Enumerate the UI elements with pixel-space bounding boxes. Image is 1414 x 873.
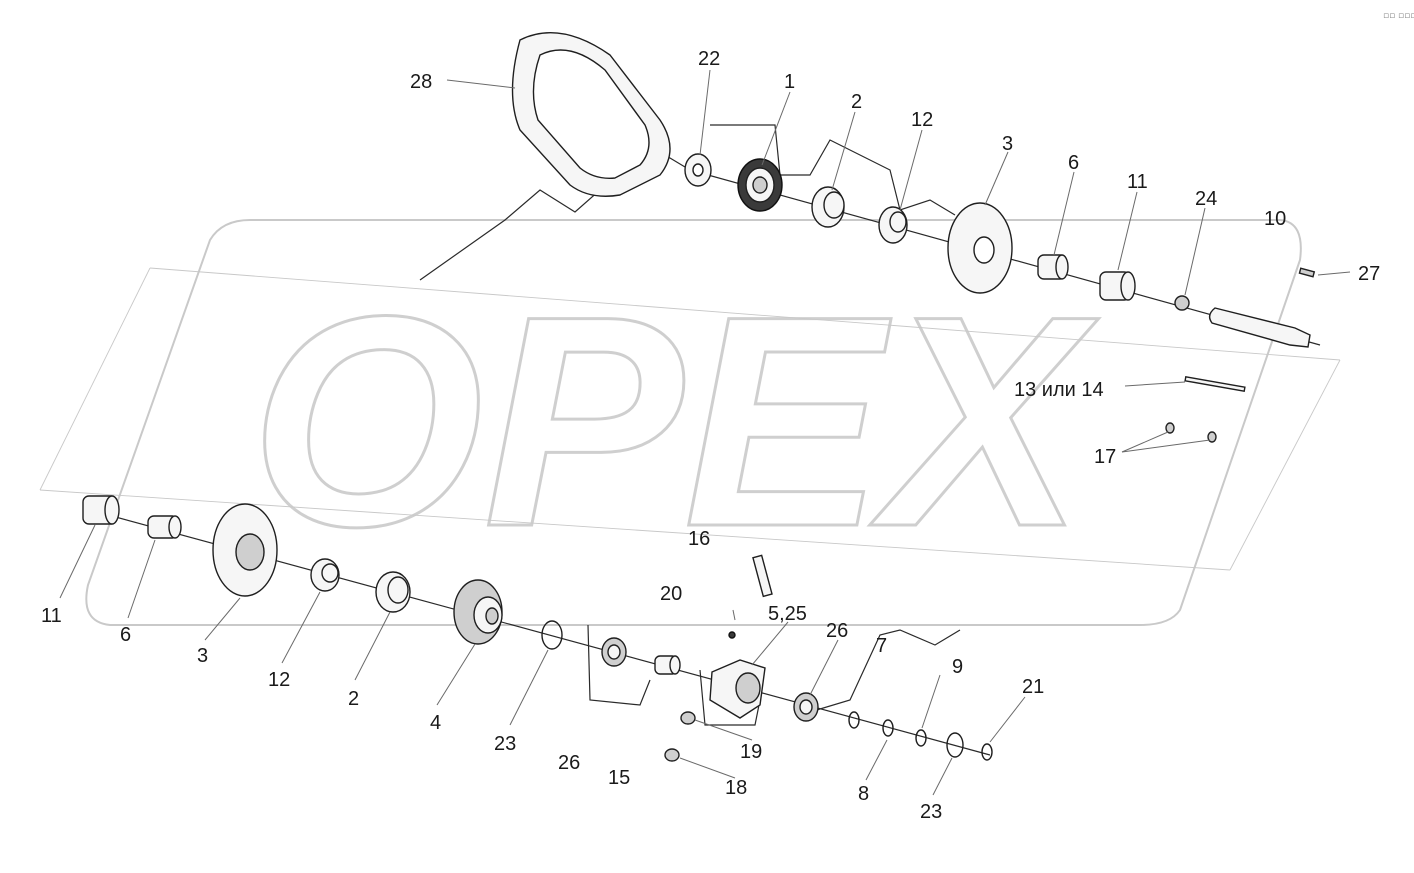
bearing-part-1 xyxy=(737,158,783,212)
label-22: 22 xyxy=(698,48,720,70)
label-27: 27 xyxy=(1358,263,1380,285)
bushing-part-11a xyxy=(1099,271,1136,301)
label-20: 20 xyxy=(660,583,682,605)
label-3-upper: 3 xyxy=(1002,133,1013,155)
ring-part-21 xyxy=(981,743,993,761)
ring-part-9 xyxy=(915,729,927,747)
ball-part-20 xyxy=(728,631,736,639)
bushing-part-11b xyxy=(82,495,120,525)
seal-part-26a xyxy=(601,637,627,667)
label-5-25: 5,25 xyxy=(768,603,807,625)
nut-part-19 xyxy=(680,711,696,725)
housing-part-5-25 xyxy=(709,659,766,719)
label-10: 10 xyxy=(1264,208,1286,230)
bushing-part-2a xyxy=(811,186,845,228)
spring-part-12a xyxy=(878,206,908,244)
pulley-part-4 xyxy=(453,579,503,645)
screw-part-17a xyxy=(1165,422,1175,434)
watermark-text: OPEX xyxy=(250,253,1099,589)
label-2-lower: 2 xyxy=(348,688,359,710)
label-12-lower: 12 xyxy=(268,669,290,691)
belt-part-28 xyxy=(511,32,671,197)
label-23-right: 23 xyxy=(920,801,942,823)
label-3-lower: 3 xyxy=(197,645,208,667)
label-1: 1 xyxy=(784,71,795,93)
label-18: 18 xyxy=(725,777,747,799)
snap-ring-part-23a xyxy=(541,620,563,650)
label-19: 19 xyxy=(740,741,762,763)
label-8: 8 xyxy=(858,783,869,805)
corner-mark: ▫▫ ▫▫▫ xyxy=(1383,11,1414,21)
ring-part-7 xyxy=(848,711,860,729)
leader-lines xyxy=(59,69,1351,796)
label-24: 24 xyxy=(1195,188,1217,210)
pin-part-27 xyxy=(1298,267,1316,278)
seal-part-26b xyxy=(793,692,819,722)
label-11-lower: 11 xyxy=(41,605,62,627)
nut-part-24 xyxy=(1174,295,1190,311)
part-labels: 28 22 1 2 12 3 6 11 24 10 27 13 или 14 1… xyxy=(41,48,1380,823)
rod-part-13-14 xyxy=(1184,376,1246,392)
label-17: 17 xyxy=(1094,446,1116,468)
label-11-upper: 11 xyxy=(1127,171,1148,193)
label-16: 16 xyxy=(688,528,710,550)
bolt-part-16 xyxy=(752,554,773,598)
label-12-upper: 12 xyxy=(911,109,933,131)
snap-ring-part-23b xyxy=(946,732,964,758)
label-6-lower: 6 xyxy=(120,624,131,646)
sleeve-part-6b xyxy=(147,515,182,539)
sleeve-part-6a xyxy=(1037,254,1069,280)
shaft-part-10 xyxy=(1208,307,1311,348)
disc-part-3a xyxy=(947,202,1013,294)
sleeve-part-15 xyxy=(654,655,681,675)
label-4: 4 xyxy=(430,712,441,734)
bushing-part-2b xyxy=(375,571,411,613)
label-2-upper: 2 xyxy=(851,91,862,113)
label-7: 7 xyxy=(876,635,887,657)
label-9: 9 xyxy=(952,656,963,678)
assembly-outline xyxy=(419,124,961,726)
label-28: 28 xyxy=(410,71,432,93)
label-6-upper: 6 xyxy=(1068,152,1079,174)
label-26-left: 26 xyxy=(558,752,580,774)
label-26-right: 26 xyxy=(826,620,848,642)
label-23-left: 23 xyxy=(494,733,516,755)
spring-part-12b xyxy=(310,558,340,592)
label-15: 15 xyxy=(608,767,630,789)
screw-part-17b xyxy=(1207,431,1217,443)
watermark-frame: OPEX xyxy=(85,219,1302,626)
disc-part-3b xyxy=(212,503,278,597)
label-13-or-14: 13 или 14 xyxy=(1014,379,1104,401)
ring-part-8 xyxy=(882,719,894,737)
label-21: 21 xyxy=(1022,676,1044,698)
nut-part-18 xyxy=(664,748,680,762)
